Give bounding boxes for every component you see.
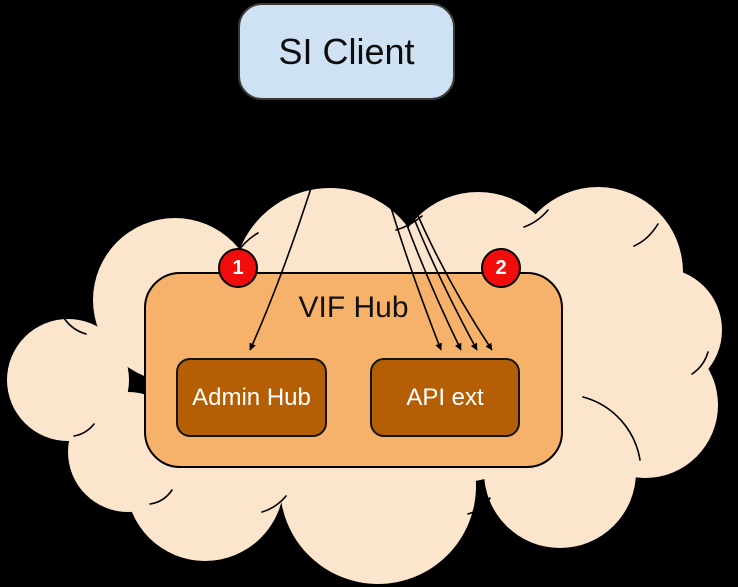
step-2-badge: 2	[481, 248, 521, 288]
si-client-label: SI Client	[278, 30, 415, 72]
arrow-client-to-admin-hub	[249, 99, 339, 351]
arrow-client-to-api-ext-2	[371, 99, 462, 351]
api-ext-label: API ext	[406, 383, 484, 411]
step-1-badge: 1	[218, 248, 258, 288]
arrow-client-to-api-ext-1	[365, 99, 442, 351]
step-2-label: 2	[495, 256, 507, 279]
step-1-label: 1	[232, 256, 244, 279]
admin-hub-box: Admin Hub	[176, 358, 327, 437]
si-client-box: SI Client	[238, 3, 455, 100]
api-ext-box: API ext	[370, 358, 520, 437]
arrow-client-to-api-ext-4	[381, 99, 493, 351]
arrow-client-to-api-ext-3	[377, 99, 478, 351]
admin-hub-label: Admin Hub	[192, 383, 311, 411]
vif-hub-label: VIF Hub	[298, 291, 409, 324]
